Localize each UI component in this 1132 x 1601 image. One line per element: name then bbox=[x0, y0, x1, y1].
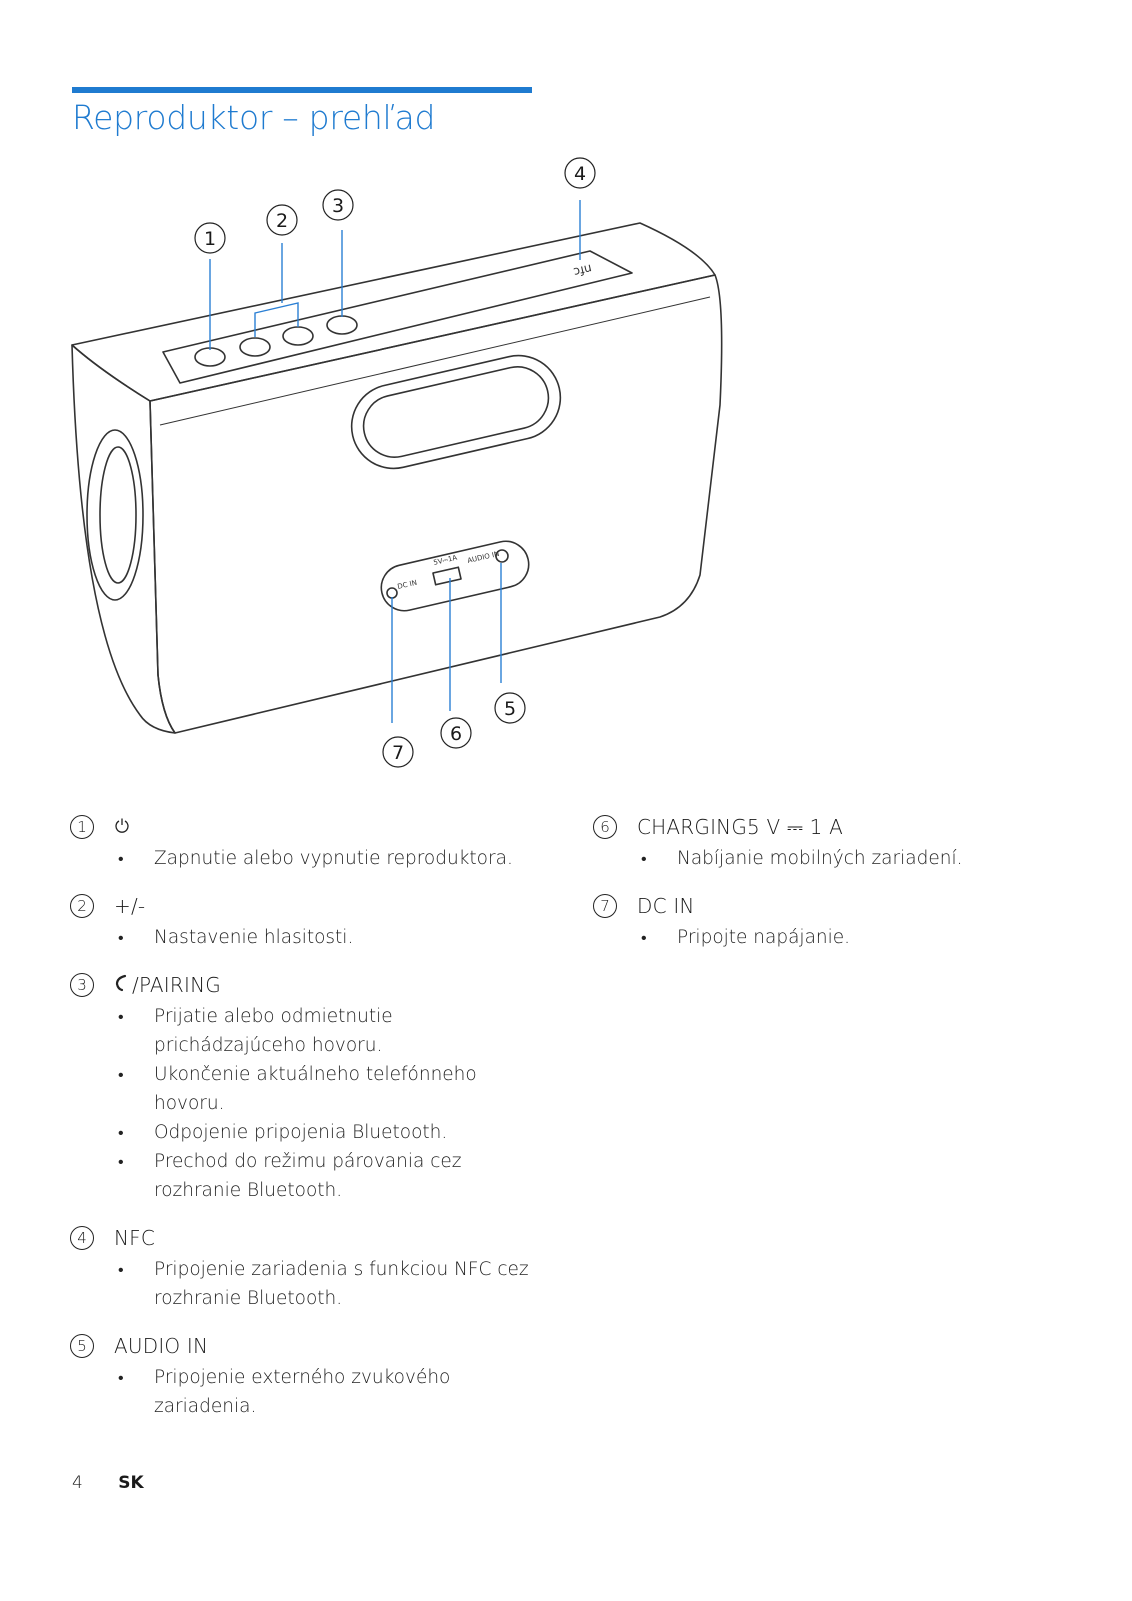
speaker-top-face bbox=[71, 222, 716, 402]
title-rule bbox=[72, 87, 532, 93]
item-title: /PAIRING bbox=[132, 973, 221, 997]
item-title: DC IN bbox=[637, 894, 695, 918]
callout-2: 2 bbox=[276, 210, 288, 232]
item-number: 5 bbox=[70, 1334, 94, 1358]
legend-item-2: 2 +/- Nastavenie hlasitosti. bbox=[70, 891, 540, 952]
control-panel bbox=[162, 250, 633, 384]
list-item: Pripojenie externého zvukového zariadeni… bbox=[118, 1363, 540, 1421]
nfc-logo-label: nfc bbox=[572, 261, 593, 279]
legend-item-3: 3 /PAIRING Prijatie alebo odmietnutie pr… bbox=[70, 970, 540, 1205]
usb-port bbox=[432, 566, 462, 586]
item-number: 7 bbox=[593, 894, 617, 918]
volume-up-button bbox=[239, 337, 271, 357]
port-panel bbox=[380, 540, 530, 612]
callout-4: 4 bbox=[574, 163, 586, 185]
callout-1: 1 bbox=[204, 228, 216, 250]
legend-item-1: 1 Zapnutie alebo vypnutie reproduktora. bbox=[70, 812, 540, 873]
list-item: Pripojte napájanie. bbox=[641, 923, 1063, 952]
item-title: CHARGING5 V ⎓ 1 A bbox=[637, 815, 844, 839]
speaker-illustration: nfc DC IN 5V⎓1A AUDIO IN 1 2 3 4 5 6 7 bbox=[71, 157, 723, 768]
list-item: Odpojenie pripojenia Bluetooth. bbox=[118, 1118, 540, 1147]
list-item: Ukončenie aktuálneho telefónneho hovoru. bbox=[118, 1060, 540, 1118]
legend-item-4: 4 NFC Pripojenie zariadenia s funkciou N… bbox=[70, 1223, 540, 1313]
power-button bbox=[194, 347, 226, 367]
dc-in-port bbox=[386, 587, 398, 599]
list-item: Nastavenie hlasitosti. bbox=[118, 923, 540, 952]
pairing-button bbox=[326, 315, 358, 335]
item-title: +/- bbox=[114, 894, 146, 918]
legend-item-7: 7 DC IN Pripojte napájanie. bbox=[593, 891, 1063, 952]
item-number: 4 bbox=[70, 1226, 94, 1250]
speaker-front-face bbox=[149, 274, 723, 734]
list-item: Zapnutie alebo vypnutie reproduktora. bbox=[118, 844, 540, 873]
page-footer: 4 SK bbox=[72, 1473, 144, 1493]
list-item: Nabíjanie mobilných zariadení. bbox=[641, 844, 1063, 873]
page-title: Reproduktor – prehľad bbox=[72, 98, 436, 137]
item-number: 3 bbox=[70, 973, 94, 997]
language-code: SK bbox=[118, 1473, 144, 1493]
speaker-handle bbox=[350, 354, 562, 470]
item-title: NFC bbox=[114, 1226, 156, 1250]
callout-6: 6 bbox=[450, 723, 462, 745]
item-number: 6 bbox=[593, 815, 617, 839]
list-item: Prechod do režimu párovania cez rozhrani… bbox=[118, 1147, 540, 1205]
legend-item-5: 5 AUDIO IN Pripojenie externého zvukovéh… bbox=[70, 1331, 540, 1421]
legend-column-right: 6 CHARGING5 V ⎓ 1 A Nabíjanie mobilných … bbox=[593, 812, 1063, 970]
item-title: AUDIO IN bbox=[114, 1334, 209, 1358]
charge-label: 5V⎓1A bbox=[433, 554, 458, 567]
legend-column-left: 1 Zapnutie alebo vypnutie reproduktora. … bbox=[70, 812, 540, 1439]
audio-in-label: AUDIO IN bbox=[467, 550, 500, 565]
callout-5: 5 bbox=[504, 698, 516, 720]
phone-icon bbox=[114, 974, 128, 996]
page-number: 4 bbox=[72, 1473, 83, 1493]
callout-lines bbox=[209, 200, 581, 723]
speaker-side-face bbox=[71, 344, 176, 734]
dc-in-label: DC IN bbox=[397, 579, 418, 591]
power-icon bbox=[114, 817, 130, 837]
item-number: 2 bbox=[70, 894, 94, 918]
item-number: 1 bbox=[70, 815, 94, 839]
list-item: Pripojenie zariadenia s funkciou NFC cez… bbox=[118, 1255, 540, 1313]
list-item: Prijatie alebo odmietnutie prichádzajúce… bbox=[118, 1002, 540, 1060]
callout-7: 7 bbox=[392, 742, 404, 764]
side-woofer bbox=[86, 429, 144, 601]
callout-3: 3 bbox=[332, 195, 344, 217]
legend-item-6: 6 CHARGING5 V ⎓ 1 A Nabíjanie mobilných … bbox=[593, 812, 1063, 873]
volume-down-button bbox=[282, 326, 314, 346]
audio-in-port bbox=[495, 549, 509, 563]
